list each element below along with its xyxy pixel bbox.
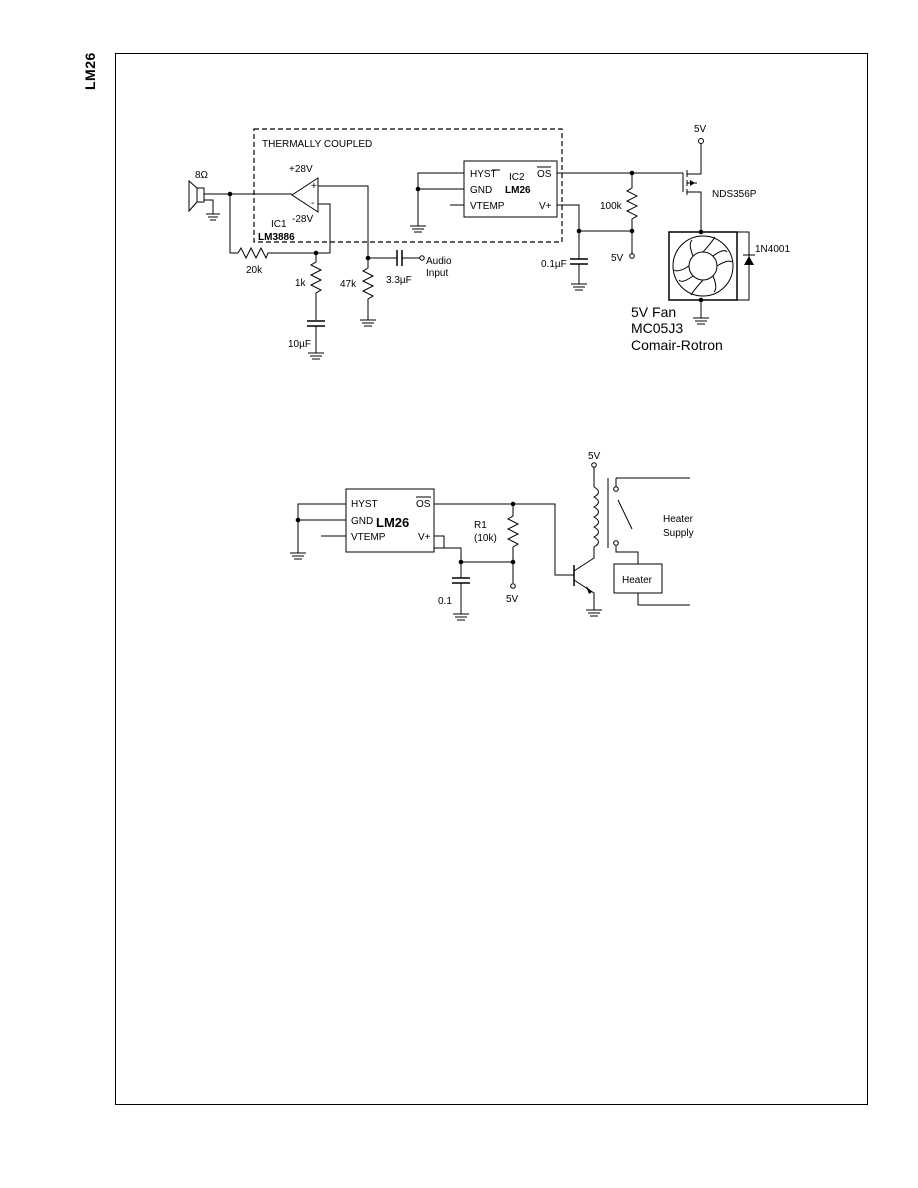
ground-cap bbox=[453, 613, 469, 621]
heater-label: Heater bbox=[622, 575, 653, 586]
ic-part: LM26 bbox=[376, 515, 409, 530]
amp-minus-supply: -28V bbox=[292, 214, 313, 225]
supply-5v-label-a: 5V bbox=[611, 253, 624, 264]
junction-fan-top bbox=[698, 229, 704, 235]
thermal-coupling-box bbox=[253, 128, 563, 243]
resistor-20k-label: 20k bbox=[246, 265, 263, 276]
amplifier-ic1 bbox=[291, 177, 319, 213]
ic2-pin-vplus: V+ bbox=[539, 201, 552, 212]
fan-label-3: Comair-Rotron bbox=[631, 337, 723, 353]
mosfet-part-label: NDS356P bbox=[712, 189, 757, 200]
resistor-100k bbox=[625, 173, 639, 255]
ic-pin-os: OS bbox=[416, 499, 431, 510]
resistor-1k-label: 1k bbox=[295, 278, 307, 289]
audio-input-terminal bbox=[419, 255, 425, 261]
capacitor-0-1uf bbox=[570, 231, 588, 284]
supply-5v-terminal-d bbox=[591, 462, 597, 468]
page-frame bbox=[115, 53, 868, 1105]
ground-fan bbox=[693, 317, 709, 325]
ic2-pin-hyst: HYST bbox=[470, 169, 497, 180]
amp-plus-sign: + bbox=[311, 181, 317, 192]
capacitor-3-3uf-label: 3.3µF bbox=[386, 275, 412, 286]
supply-5v-terminal-c bbox=[510, 583, 516, 589]
audio-input-label-1: Audio bbox=[426, 256, 452, 267]
amp-part: LM3886 bbox=[258, 232, 295, 243]
resistor-r1-value: (10k) bbox=[474, 533, 497, 544]
ic2-pin-gnd: GND bbox=[470, 185, 492, 196]
supply-5v-label-b: 5V bbox=[694, 124, 707, 135]
ic-pin-vplus: V+ bbox=[418, 532, 431, 543]
capacitor-3-3uf bbox=[396, 250, 420, 266]
ground-transistor bbox=[586, 609, 602, 617]
resistor-r1-name: R1 bbox=[474, 520, 487, 531]
capacitor-0-1 bbox=[452, 562, 470, 614]
supply-5v-terminal-a bbox=[629, 253, 635, 259]
capacitor-0-1-label: 0.1 bbox=[438, 596, 452, 607]
ic2-pin-vtemp: VTEMP bbox=[470, 201, 505, 212]
resistor-20k bbox=[237, 246, 316, 260]
resistor-1k bbox=[309, 253, 323, 320]
ic-pin-hyst: HYST bbox=[351, 499, 378, 510]
junction-ic-gnd bbox=[295, 517, 301, 523]
supply-5v-label-d: 5V bbox=[588, 451, 601, 462]
circuit-fan-control: THERMALLY COUPLED 8Ω + - +28V -28V IC1 L… bbox=[188, 124, 790, 360]
resistor-r1 bbox=[506, 504, 520, 583]
supply-5v-terminal-b bbox=[698, 138, 704, 144]
ground-ic2 bbox=[410, 225, 426, 233]
heater-supply-label-1: Heater bbox=[663, 514, 694, 525]
audio-input-label-2: Input bbox=[426, 268, 448, 279]
amp-ref: IC1 bbox=[271, 219, 287, 230]
resistor-47k bbox=[361, 258, 375, 320]
speaker-impedance-label: 8Ω bbox=[195, 170, 209, 181]
amp-minus-sign: - bbox=[311, 198, 314, 209]
diode-1n4001 bbox=[743, 254, 755, 265]
ground-ic bbox=[290, 552, 306, 560]
ground-10uf bbox=[308, 352, 324, 360]
ground-speaker bbox=[206, 213, 220, 221]
circuit-heater-control: HYST GND VTEMP LM26 OS V+ R1 (10k) 5V bbox=[290, 451, 694, 621]
capacitor-0-1uf-label: 0.1µF bbox=[541, 259, 567, 270]
supply-5v-label-c: 5V bbox=[506, 594, 519, 605]
junction-ic2-gnd bbox=[415, 186, 421, 192]
relay-coil bbox=[592, 467, 599, 550]
heater-supply-label-2: Supply bbox=[663, 528, 694, 539]
mosfet-nds356p bbox=[682, 144, 702, 232]
fan-label-1: 5V Fan bbox=[631, 304, 676, 320]
ic-pin-gnd: GND bbox=[351, 516, 373, 527]
junction-fan-bottom bbox=[698, 297, 704, 303]
resistor-100k-label: 100k bbox=[600, 201, 623, 212]
ic2-part: LM26 bbox=[505, 185, 531, 196]
fan-label-2: MC05J3 bbox=[631, 320, 683, 336]
speaker-icon bbox=[188, 179, 205, 213]
capacitor-10uf bbox=[307, 320, 325, 353]
capacitor-10uf-label: 10µF bbox=[288, 339, 311, 350]
amp-plus-supply: +28V bbox=[289, 164, 313, 175]
thermal-box-label: THERMALLY COUPLED bbox=[262, 139, 372, 150]
fan-icon bbox=[668, 231, 738, 301]
resistor-47k-label: 47k bbox=[340, 279, 357, 290]
ic2-ref: IC2 bbox=[509, 172, 525, 183]
ic2-pin-os: OS bbox=[537, 169, 552, 180]
ic-pin-vtemp: VTEMP bbox=[351, 532, 386, 543]
ground-47k bbox=[360, 319, 376, 327]
diode-part-label: 1N4001 bbox=[755, 244, 790, 255]
ground-0-1uf bbox=[571, 283, 587, 291]
npn-transistor bbox=[573, 550, 595, 610]
relay-switch bbox=[613, 477, 690, 564]
